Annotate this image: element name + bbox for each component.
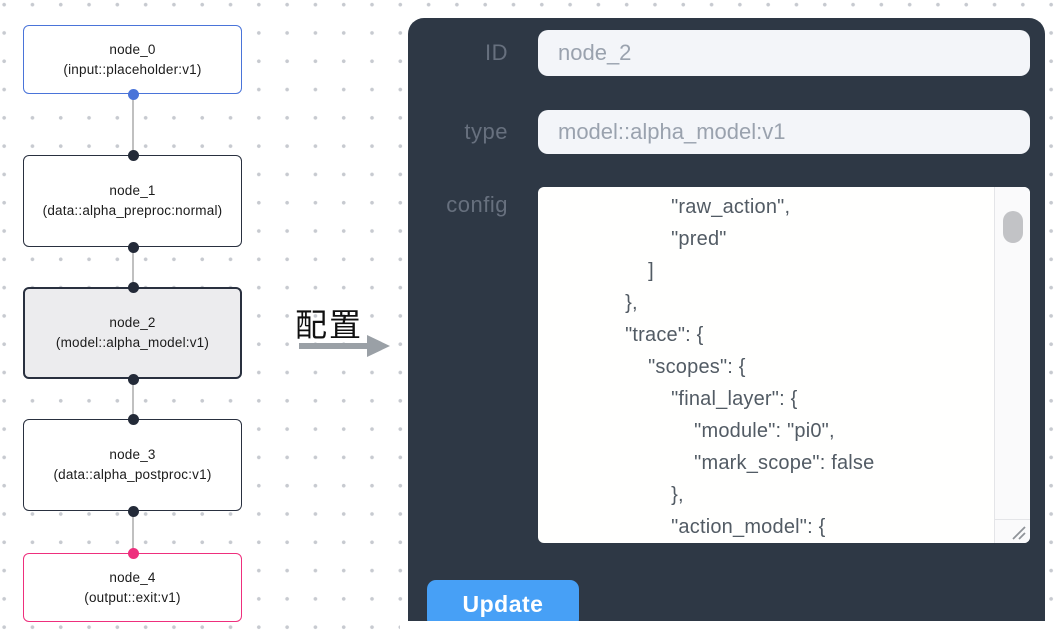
flow-node-node_2-selected[interactable]: node_2 (model::alpha_model:v1)	[23, 287, 242, 379]
type-field-label: type	[464, 119, 508, 144]
edge-node2-node3	[132, 379, 134, 419]
node-id-label: node_1	[109, 183, 156, 198]
type-input[interactable]	[538, 110, 1030, 154]
edge-node1-node2	[132, 247, 134, 287]
port-node2-output[interactable]	[127, 373, 139, 385]
node-type-label: (output::exit:v1)	[84, 589, 181, 605]
port-node2-input[interactable]	[127, 281, 139, 293]
flow-node-node_4[interactable]: node_4 (output::exit:v1)	[23, 553, 242, 622]
node-type-label: (model::alpha_model:v1)	[55, 335, 210, 350]
id-field-label: ID	[485, 40, 508, 65]
flow-node-node_0[interactable]: node_0 (input::placeholder:v1)	[23, 25, 242, 94]
scrollbar-corner-divider	[995, 519, 1030, 520]
node-id-label: node_4	[109, 569, 156, 585]
config-json-text[interactable]: "raw_action", "pred" ] }, "trace": { "sc…	[625, 196, 875, 538]
node-type-label: (data::alpha_postproc:v1)	[53, 467, 212, 482]
config-field-label: config	[446, 192, 508, 217]
update-button[interactable]: Update	[427, 580, 579, 621]
id-input[interactable]	[538, 30, 1030, 76]
port-node3-output[interactable]	[127, 505, 139, 517]
port-node4-input[interactable]	[127, 547, 139, 559]
node-id-label: node_2	[109, 315, 156, 330]
port-node1-output[interactable]	[127, 241, 139, 253]
edge-node3-node4	[132, 511, 134, 553]
node-id-label: node_3	[109, 447, 156, 462]
node-type-label: (data::alpha_preproc:normal)	[42, 203, 223, 218]
config-textarea[interactable]: "raw_action", "pred" ] }, "trace": { "sc…	[538, 187, 1030, 543]
port-node0-output[interactable]	[127, 88, 139, 100]
configure-label: 配置	[295, 307, 364, 343]
node-id-label: node_0	[109, 41, 156, 57]
port-node3-input[interactable]	[127, 413, 139, 425]
flow-node-node_1[interactable]: node_1 (data::alpha_preproc:normal)	[23, 155, 242, 247]
panel-bottom-crop	[400, 621, 1062, 643]
resize-handle-icon[interactable]	[1009, 523, 1027, 541]
scrollbar-thumb[interactable]	[1003, 211, 1023, 243]
edge-node0-node1	[132, 94, 134, 155]
flow-node-node_3[interactable]: node_3 (data::alpha_postproc:v1)	[23, 419, 242, 511]
node-type-label: (input::placeholder:v1)	[63, 61, 202, 77]
right-arrow-icon	[299, 335, 390, 357]
node-config-panel: ID type config "raw_action", "pred" ] },…	[408, 18, 1045, 621]
port-node1-input[interactable]	[127, 149, 139, 161]
scrollbar-track[interactable]	[994, 187, 1030, 543]
